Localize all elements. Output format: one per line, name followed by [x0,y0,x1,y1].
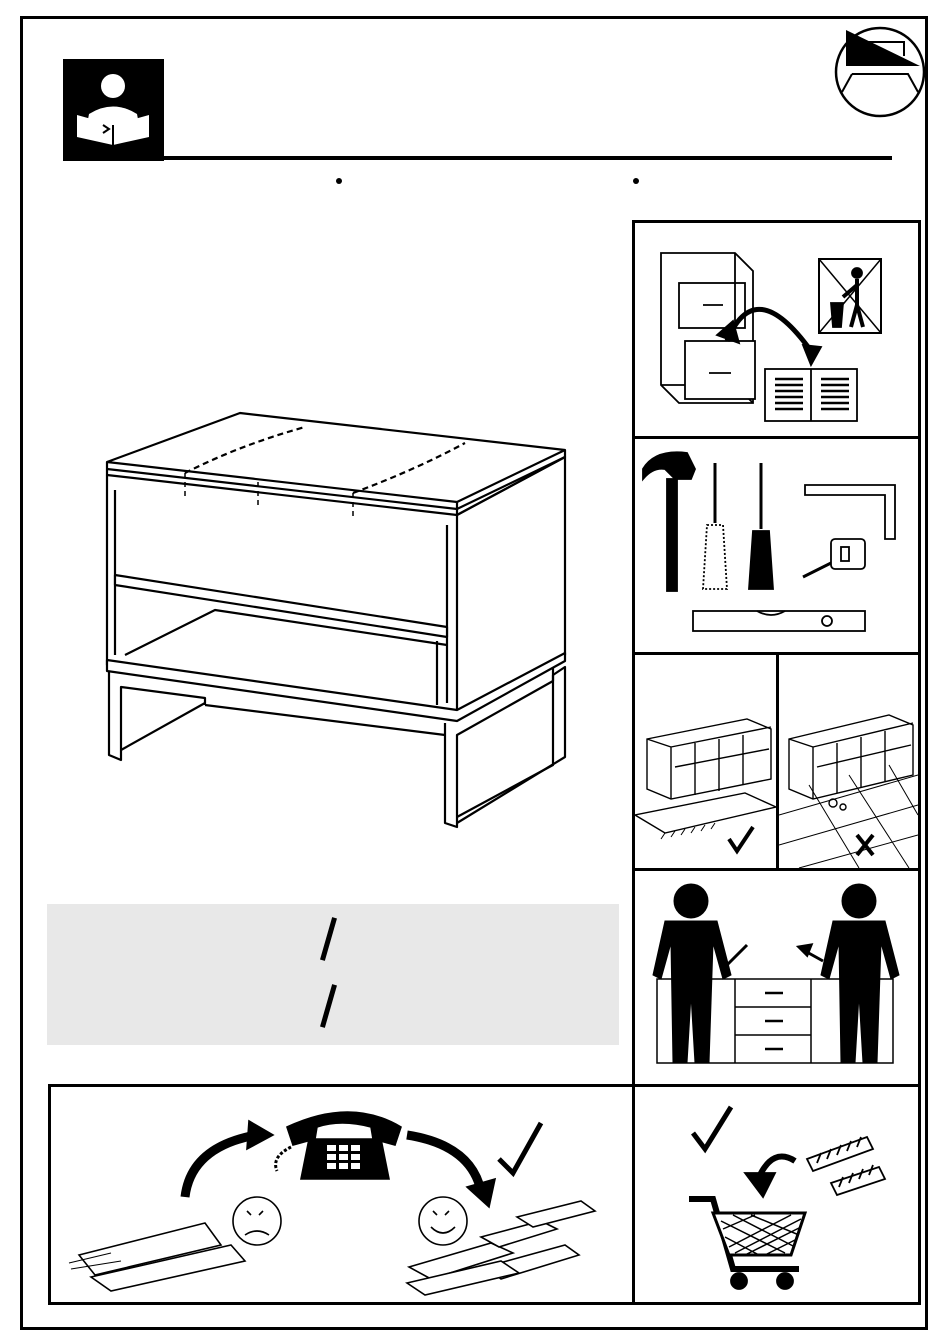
separator-dot [633,178,639,184]
panel-missing-parts-call [48,1084,637,1305]
check-icon [729,827,753,851]
happy-face-icon [419,1197,467,1245]
panel-wall-fixings-not-included [632,1084,921,1305]
cross-icon [857,835,873,855]
header-rule [163,156,892,160]
wall-plug-icon [807,1137,885,1195]
separator-dot [336,178,342,184]
panel-tools-needed [632,436,921,655]
telephone-icon [276,1112,401,1179]
phillips-screwdriver-icon [749,463,773,589]
hammer-icon [643,452,695,591]
panel-avoid-hard-floor [776,652,921,871]
tape-measure-icon [803,539,865,577]
check-icon [693,1107,731,1149]
check-icon [499,1123,541,1173]
furniture-tip-icon [834,26,926,118]
spirit-level-icon [693,611,865,631]
shopping-cart-icon [689,1199,805,1289]
sad-face-icon [233,1197,281,1245]
panel-two-person-assembly [632,868,921,1087]
flat-screwdriver-icon [703,463,727,589]
person-reading-icon [63,59,164,161]
panel-assemble-on-soft-surface [632,652,779,871]
slash-mark [320,917,337,961]
panel-keep-instructions [632,220,921,439]
slash-mark [320,984,337,1028]
bedside-table-icon [95,405,585,835]
square-ruler-icon [805,485,895,539]
notice-box [47,904,619,1045]
